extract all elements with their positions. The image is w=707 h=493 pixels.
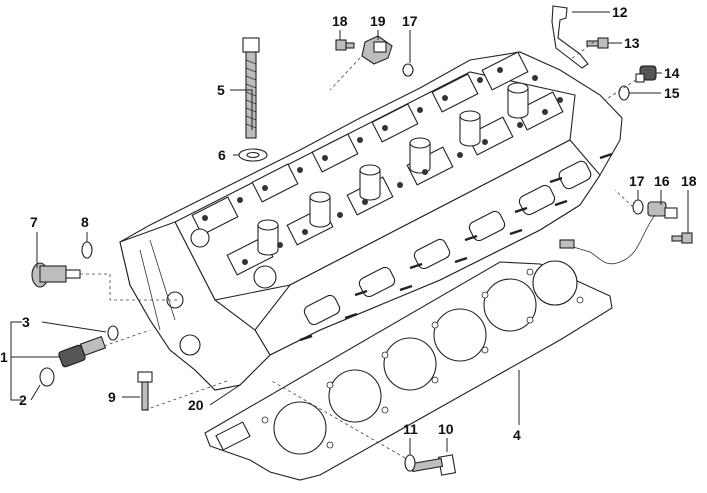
exhaust-studs [299, 152, 613, 342]
leader-lines [10, 11, 689, 455]
callout-9: 9 [108, 389, 116, 405]
bracket-12 [551, 5, 589, 69]
callout-14: 14 [664, 65, 680, 81]
callout-8: 8 [81, 214, 89, 230]
callout-13: 13 [624, 35, 640, 51]
head-gasket [204, 260, 613, 481]
head-bolt [242, 37, 260, 139]
callout-6: 6 [218, 147, 226, 163]
seal-ring-3 [107, 325, 119, 341]
sensor-19 [361, 35, 393, 65]
bolt-9 [137, 371, 153, 411]
callout-17-top: 17 [402, 13, 418, 29]
callout-labels: 1 2 3 4 5 6 7 8 9 10 11 12 13 14 15 16 1… [0, 4, 697, 443]
callout-2: 2 [19, 392, 27, 408]
screw-18-lower [671, 232, 693, 244]
o-ring-17-top [402, 63, 414, 77]
valve-1 [58, 335, 107, 368]
callout-15: 15 [664, 85, 680, 101]
callout-16: 16 [654, 173, 670, 189]
callout-18-top: 18 [332, 13, 348, 29]
callout-18-lower: 18 [681, 173, 697, 189]
screw-18-top [335, 39, 355, 51]
callout-1: 1 [0, 349, 8, 365]
bearing-towers [191, 51, 564, 276]
o-ring-2 [39, 367, 55, 387]
callout-12: 12 [612, 4, 628, 20]
seal-ring-8 [81, 241, 93, 259]
spark-plug-tubes [257, 82, 529, 256]
washer-11 [404, 454, 416, 472]
exhaust-ports [303, 160, 592, 326]
sensor-16 [559, 201, 678, 265]
callout-10: 10 [438, 421, 454, 437]
screw-13 [586, 37, 609, 49]
cylinder-head [119, 51, 623, 391]
callout-7: 7 [30, 214, 38, 230]
bolt-10 [410, 454, 457, 476]
callout-17-lower: 17 [629, 173, 645, 189]
plug-7 [31, 262, 81, 288]
deck-bolts [202, 67, 563, 265]
callout-5: 5 [217, 82, 225, 98]
callout-11: 11 [403, 421, 418, 437]
plug-14 [635, 65, 657, 83]
callout-4: 4 [513, 427, 521, 443]
assembly-lines [80, 41, 637, 459]
o-ring-17-lower [632, 199, 644, 215]
callout-20: 20 [188, 397, 204, 413]
callout-19: 19 [370, 13, 386, 29]
callout-3: 3 [22, 314, 30, 330]
